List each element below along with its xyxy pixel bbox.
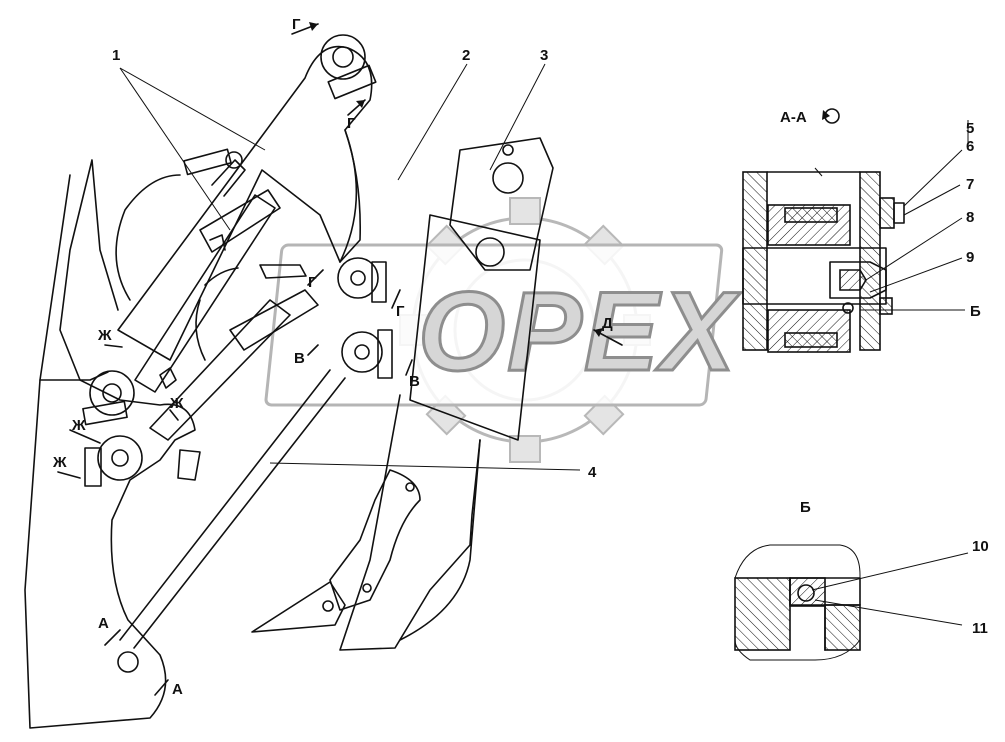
pin-lug-lower	[341, 329, 393, 379]
view-marker-v-left: В	[294, 350, 305, 367]
section-end-cap-lower	[879, 297, 893, 315]
section-lower-insert	[784, 332, 838, 348]
callout-10: 10	[972, 538, 989, 555]
view-marker-zh-2: Ж	[169, 395, 184, 412]
boom-lower-curve	[399, 439, 481, 641]
stick-bottom-pin	[117, 651, 139, 673]
callout-7: 7	[966, 176, 974, 193]
hydraulic-cylinder-upper	[115, 148, 281, 393]
view-marker-g-mid: Г	[347, 115, 356, 132]
watermark: OPEX	[264, 197, 742, 463]
long-rod-upper	[119, 369, 331, 641]
view-marker-a-top: А	[98, 615, 109, 632]
view-marker-g-right: Г	[396, 303, 405, 320]
section-pin-end	[829, 261, 887, 299]
section-upper-insert	[784, 207, 838, 223]
callout-11: 11	[972, 620, 988, 637]
main-assembly: 1 2 3 4 Г Г Г Г В В Ж Ж Ж Ж А А Д	[24, 16, 623, 729]
view-marker-d: Д	[602, 315, 613, 332]
callout-b: Б	[970, 303, 981, 320]
view-marker-zh-4: Ж	[52, 454, 67, 471]
ripper-shank	[251, 137, 554, 651]
callout-leaders-main	[119, 63, 581, 471]
detail-b-seal-housing	[789, 577, 826, 607]
view-marker-g-left: Г	[308, 274, 317, 291]
detail-b-title: Б	[800, 499, 811, 516]
section-oring	[842, 302, 854, 314]
view-marker-zh-1: Ж	[97, 327, 112, 344]
detail-b-oring	[797, 584, 815, 602]
rotation-icon	[822, 108, 840, 124]
section-left-flange	[742, 171, 768, 351]
section-grease-channel	[839, 269, 867, 291]
upper-link-eye	[320, 34, 366, 80]
callout-3: 3	[540, 47, 548, 64]
callout-6: 6	[966, 138, 974, 155]
section-right-flange	[859, 171, 881, 351]
hydraulic-cylinder-lower	[149, 264, 319, 481]
leader-10	[811, 552, 969, 591]
section-break-mark	[814, 167, 823, 177]
view-marker-v-right: В	[409, 373, 420, 390]
callout-1: 1	[112, 47, 120, 64]
upper-link	[117, 45, 373, 361]
section-a-a: А-А	[742, 108, 981, 353]
view-marker-a-bottom: А	[172, 681, 183, 698]
callout-9: 9	[966, 249, 974, 266]
leader-11	[814, 599, 963, 626]
upper-link-pin	[332, 46, 354, 68]
watermark-text: OPEX	[418, 269, 742, 394]
detail-b: Б 10 11	[734, 499, 989, 661]
detail-b-body-right	[824, 604, 861, 651]
view-arrows	[57, 22, 623, 696]
pin-lug-upper	[337, 257, 387, 303]
long-rod-lower	[133, 377, 346, 649]
upper-link-block	[327, 64, 377, 100]
section-end-cap	[879, 197, 895, 229]
section-a-a-title: А-А	[780, 109, 807, 126]
callout-leaders-section	[860, 120, 969, 311]
callout-5: 5	[966, 120, 974, 137]
stick-frame	[24, 159, 196, 729]
view-marker-zh-3: Ж	[71, 417, 86, 434]
detail-b-body-left	[734, 577, 791, 651]
callout-2: 2	[462, 47, 470, 64]
callout-8: 8	[966, 209, 974, 226]
boom-body	[339, 129, 358, 263]
view-marker-g-top: Г	[292, 16, 301, 33]
grease-fitting	[893, 202, 905, 224]
callout-4: 4	[588, 464, 597, 481]
stick-edge	[39, 371, 109, 381]
stick-lug-lower	[84, 435, 143, 487]
stick-lug-upper	[82, 370, 135, 426]
